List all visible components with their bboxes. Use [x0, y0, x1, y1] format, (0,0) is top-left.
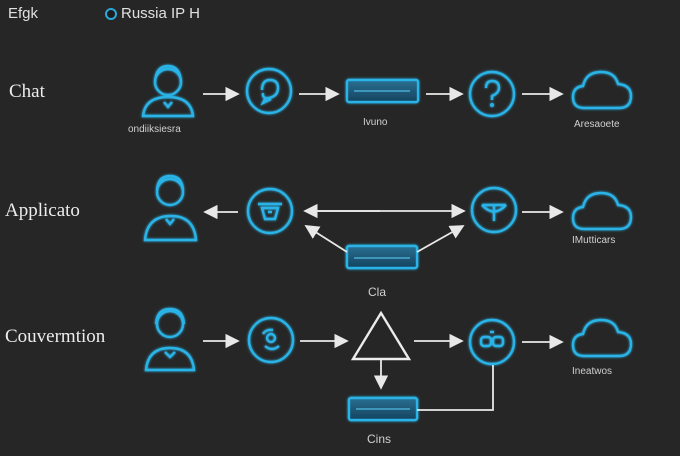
person-icon-row1	[141, 64, 195, 118]
server-box-icon-row3	[347, 396, 419, 422]
cloud-icon-row3	[571, 318, 633, 358]
server-box-icon-row1	[345, 78, 420, 104]
row-label-conversation: Couvermtion	[5, 326, 106, 347]
chat-circle-icon-row1	[245, 67, 293, 115]
row-label-chat: Chat	[9, 81, 45, 102]
arrow-r2-diag-left	[304, 225, 348, 253]
decision-triangle	[350, 310, 412, 361]
box-caption-row2: Cla	[368, 285, 387, 299]
chat-circle-icon-row3	[247, 316, 295, 364]
cloud-caption-row1: Aresaoete	[574, 119, 620, 130]
cloud-icon-row1	[571, 70, 633, 110]
person-icon-row3	[144, 307, 196, 372]
link-circle-icon-row3	[468, 318, 516, 366]
header-right-text: Russia IP H	[121, 5, 200, 22]
box-caption-row1: Ivuno	[363, 117, 388, 128]
circle-badge-icon	[105, 8, 117, 20]
box-caption-row3: Cins	[367, 432, 392, 446]
server-box-icon-row2	[345, 244, 419, 270]
person-caption: ondiiksiesra	[128, 124, 181, 135]
connector-r3-return	[417, 365, 494, 411]
question-circle-icon-row1	[468, 70, 516, 118]
row-label-application: Applicato	[5, 200, 80, 221]
arrow-r2-diag-right	[416, 225, 465, 253]
cloud-caption-row2: IMutticars	[572, 235, 616, 246]
cloud-icon-row2	[571, 191, 633, 231]
cloud-caption-row3: Ineatwos	[572, 366, 613, 377]
gear-circle-icon-row2	[246, 187, 294, 235]
header-left-text: Efgk	[8, 5, 39, 22]
person-icon-row2	[143, 174, 198, 242]
merge-circle-icon-row2	[470, 186, 518, 234]
